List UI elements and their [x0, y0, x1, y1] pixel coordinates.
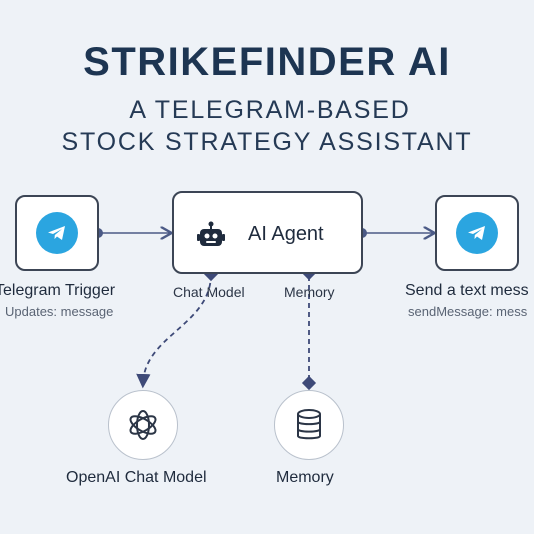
ai-agent-node[interactable]: AI Agent: [172, 191, 363, 274]
openai-chat-model-node[interactable]: [108, 390, 178, 460]
chat-model-port-label: Chat Model: [173, 284, 245, 300]
send-message-subtitle: sendMessage: mess: [408, 304, 528, 319]
edge-chat-model: [136, 273, 212, 389]
telegram-icon: [36, 212, 78, 254]
telegram-trigger-node[interactable]: [15, 195, 99, 271]
send-message-node[interactable]: [435, 195, 519, 271]
subtitle-line-1: A TELEGRAM-BASED: [129, 96, 411, 124]
ai-agent-title: AI Agent: [248, 223, 324, 245]
openai-icon: [129, 410, 157, 440]
telegram-icon: [456, 212, 498, 254]
memory-input-port[interactable]: [301, 375, 317, 391]
openai-chat-model-title: OpenAI Chat Model: [66, 469, 207, 486]
memory-title: Memory: [276, 469, 334, 486]
memory-port-label: Memory: [284, 284, 335, 300]
database-icon: [297, 409, 321, 440]
telegram-trigger-subtitle: Updates: message: [5, 304, 114, 319]
robot-icon: [197, 221, 225, 246]
page-title: STRIKEFINDER AI: [83, 40, 451, 84]
memory-node[interactable]: [274, 390, 344, 460]
subtitle-line-2: STOCK STRATEGY ASSISTANT: [61, 128, 473, 156]
send-message-title: Send a text mess: [405, 282, 529, 299]
telegram-trigger-title: Telegram Trigger: [0, 282, 116, 299]
